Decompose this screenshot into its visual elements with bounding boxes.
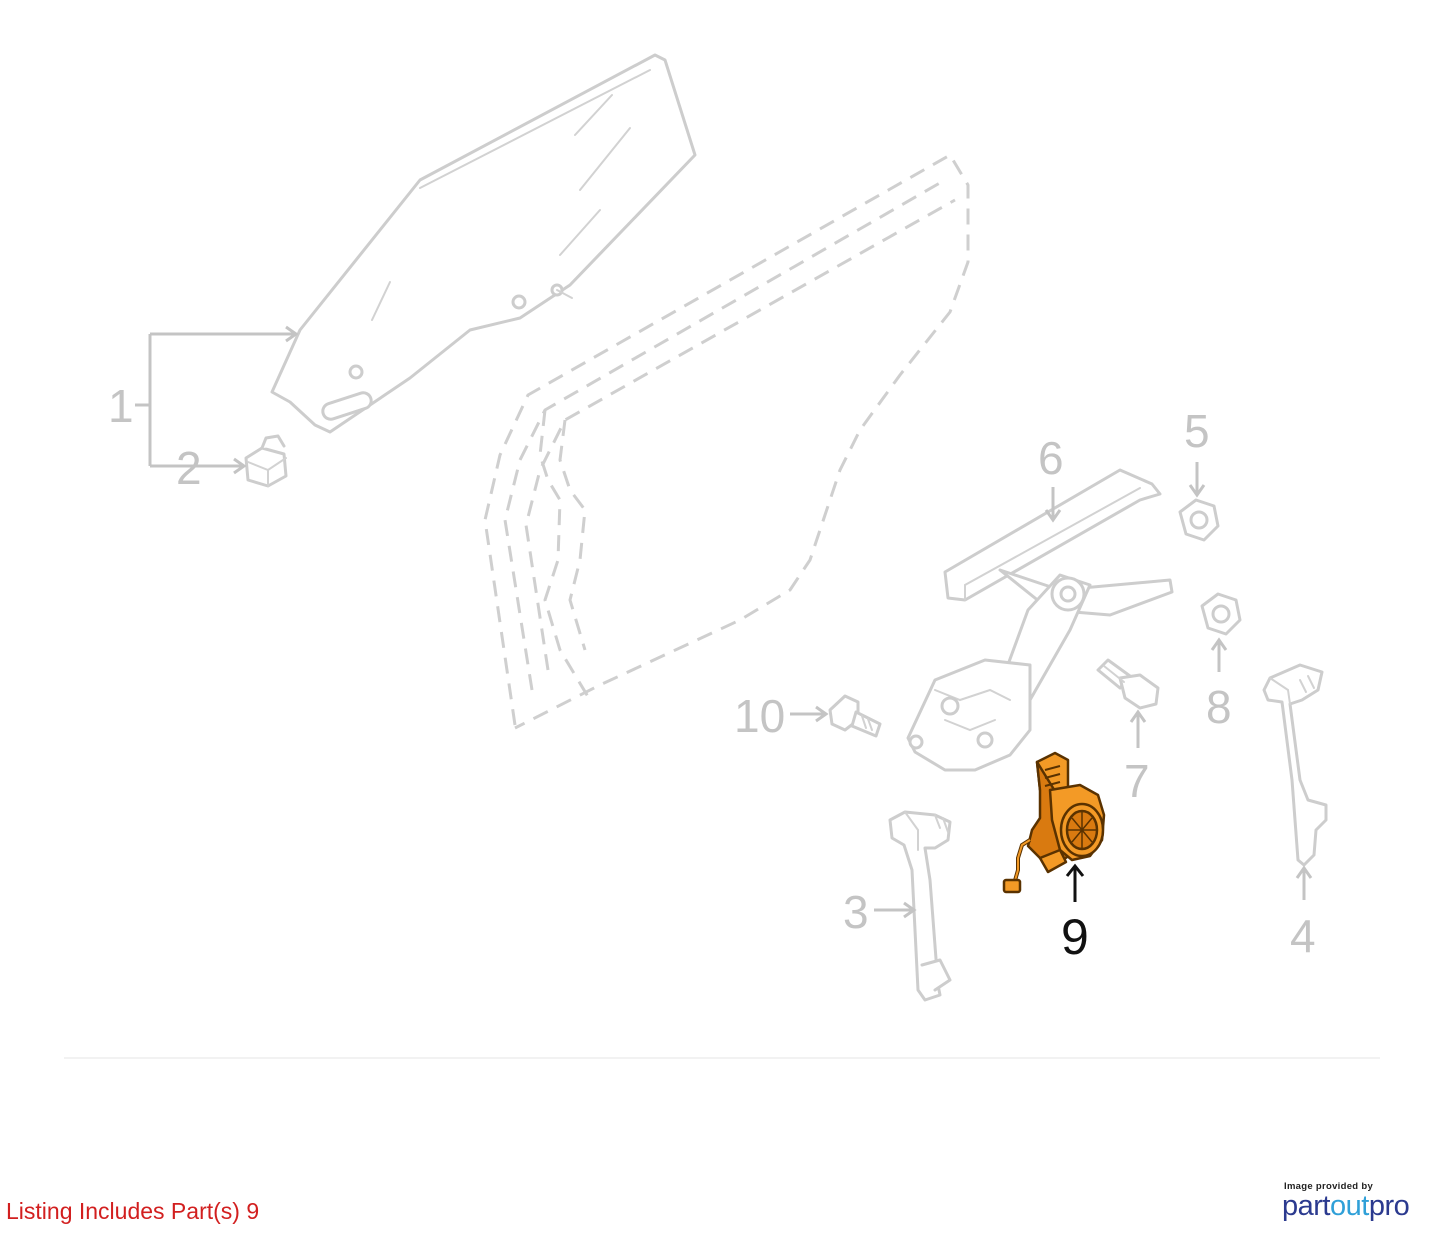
- provider-caption: Image provided by: [1284, 1181, 1374, 1192]
- callout-2: 2: [176, 442, 202, 494]
- part-4-rail: [1262, 663, 1328, 867]
- part-7-bolt: [1096, 658, 1160, 710]
- callout-7: 7: [1124, 755, 1150, 807]
- leader-lines: [135, 325, 1313, 919]
- callout-3: 3: [843, 886, 869, 938]
- callout-1: 1: [108, 380, 134, 432]
- callout-8: 8: [1206, 681, 1232, 733]
- part-9-window-motor: [1002, 751, 1106, 894]
- provider-name: partoutpro: [1282, 1190, 1410, 1223]
- part-10-bolt: [828, 694, 882, 738]
- part-2-clip: [244, 434, 288, 488]
- part-6-window-regulator: [906, 468, 1174, 772]
- callout-5: 5: [1184, 405, 1210, 457]
- part-5-nut: [1178, 498, 1220, 542]
- provider-name-part3: pro: [1368, 1190, 1410, 1222]
- part-1-door-glass: [270, 53, 697, 434]
- provider-name-part2: out: [1329, 1190, 1369, 1222]
- provider-name-part1: part: [1282, 1190, 1330, 1222]
- callout-10: 10: [734, 690, 785, 742]
- part-8-nut: [1200, 592, 1242, 636]
- part-3-rail: [888, 810, 952, 1002]
- callout-4: 4: [1290, 910, 1316, 962]
- door-outline: [483, 153, 970, 730]
- listing-note: Listing Includes Part(s) 9: [6, 1198, 260, 1224]
- callout-6: 6: [1038, 432, 1064, 484]
- callout-9: 9: [1061, 909, 1089, 965]
